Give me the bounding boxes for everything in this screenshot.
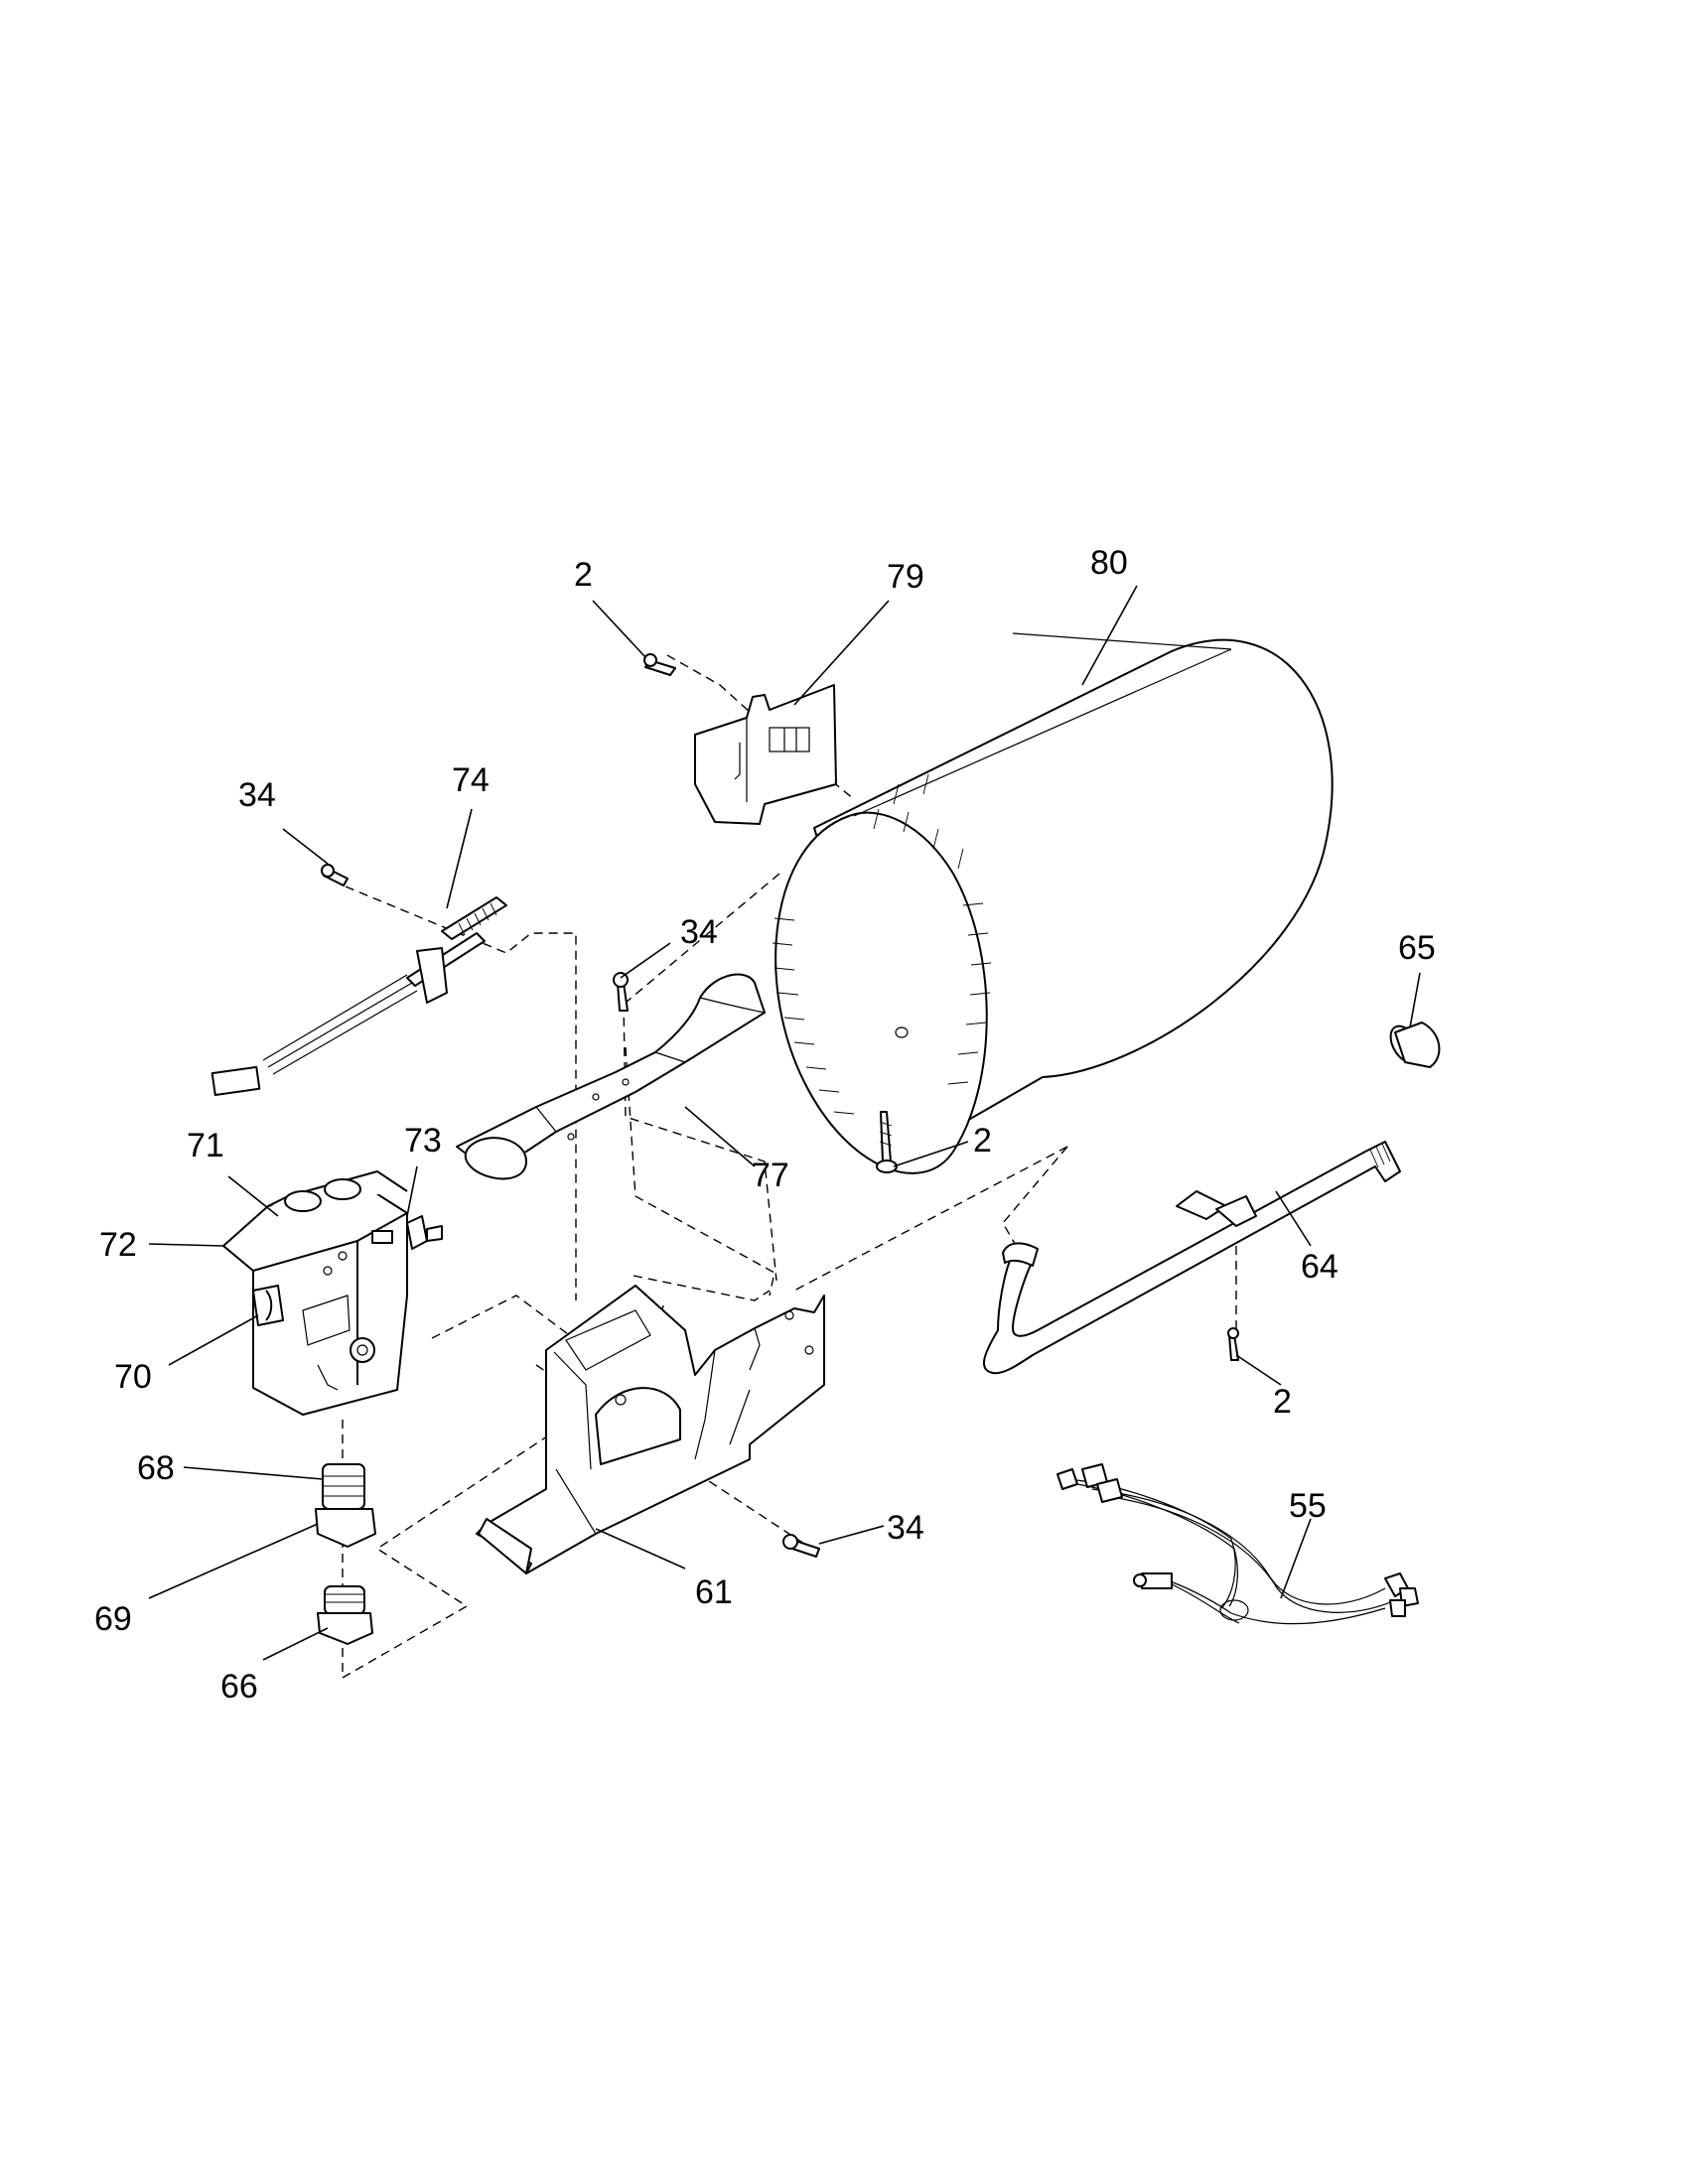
callout-74: 74 xyxy=(452,761,490,799)
wire-harness-55 xyxy=(1056,1463,1419,1625)
callout-80: 80 xyxy=(1090,544,1128,582)
screw-34-lower xyxy=(782,1534,820,1558)
screw-2-drum xyxy=(876,1111,898,1173)
callout-79: 79 xyxy=(887,558,924,596)
burner-bracket-61 xyxy=(476,1285,825,1574)
cap-65 xyxy=(1389,1022,1441,1068)
callout-65: 65 xyxy=(1398,929,1436,967)
callout-2-screw-top: 2 xyxy=(574,556,593,594)
drum-cylinder xyxy=(772,632,1334,1174)
fitting-66 xyxy=(317,1585,373,1645)
callout-72: 72 xyxy=(99,1226,137,1264)
callout-66: 66 xyxy=(220,1668,258,1706)
callout-77: 77 xyxy=(752,1157,789,1194)
callout-68: 68 xyxy=(137,1449,175,1487)
bracket-79 xyxy=(694,684,837,825)
gas-valve-assembly xyxy=(222,1170,443,1416)
callout-61: 61 xyxy=(695,1573,733,1611)
callout-69: 69 xyxy=(94,1600,132,1638)
callout-55: 55 xyxy=(1289,1487,1327,1525)
fitting-68-69 xyxy=(315,1463,376,1548)
leader-lines xyxy=(148,585,1421,1661)
callout-70: 70 xyxy=(114,1358,152,1396)
callout-2-drum: 2 xyxy=(973,1122,992,1160)
screw-2-top xyxy=(643,653,676,676)
screw-2-pipe xyxy=(1227,1327,1239,1361)
callout-71: 71 xyxy=(187,1127,224,1164)
callout-34-mid: 34 xyxy=(680,913,718,951)
callout-73: 73 xyxy=(404,1122,442,1160)
igniter-74 xyxy=(211,896,507,1096)
screw-34-left xyxy=(321,864,349,887)
gas-pipe-64 xyxy=(983,1141,1401,1375)
callout-labels: 2 79 80 34 74 34 65 71 73 77 2 72 64 70 … xyxy=(94,544,1436,1706)
burner-tube-77 xyxy=(456,973,766,1180)
callout-64: 64 xyxy=(1301,1248,1338,1286)
callout-34-lower: 34 xyxy=(887,1509,924,1547)
callout-34-left: 34 xyxy=(238,776,276,814)
callout-2-pipe: 2 xyxy=(1273,1383,1292,1421)
screw-34-mid xyxy=(613,972,629,1012)
